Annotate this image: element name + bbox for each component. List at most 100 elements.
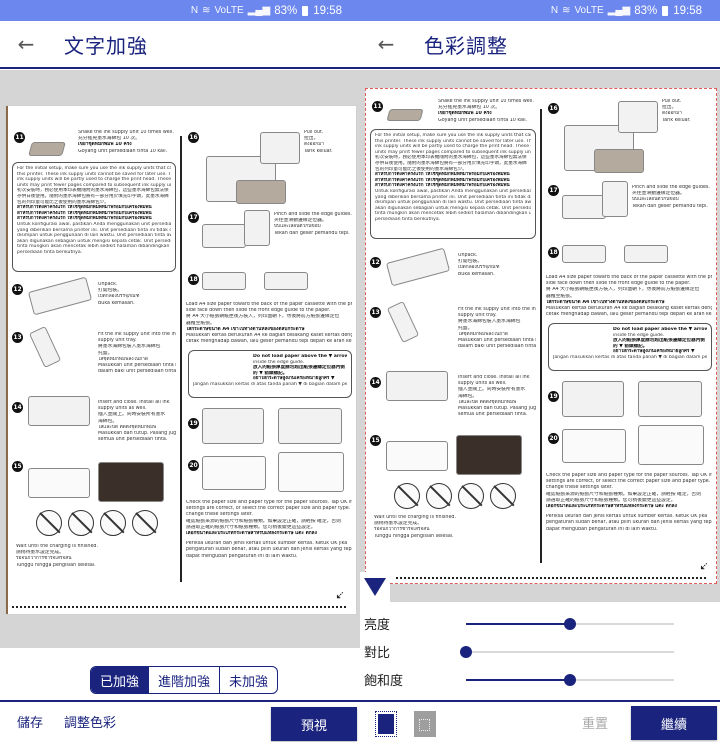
step-11-text: Shake the ink supply unit 10 times well.… xyxy=(78,130,174,154)
collapse-panel-button[interactable] xyxy=(360,572,390,602)
volte-icon: VoLTE xyxy=(574,5,604,16)
insert-figure xyxy=(386,300,420,344)
close-figure xyxy=(386,371,448,401)
prohibited-icon xyxy=(68,510,94,536)
load-figure xyxy=(202,272,246,290)
step-16-text: Pull out. 拉出。 ดึงออกมา Tarik keluar. xyxy=(304,130,333,154)
paper-setting-screen-figure xyxy=(562,429,626,463)
back-arrow-icon[interactable]: ← xyxy=(377,32,395,56)
guides-figure xyxy=(562,195,606,219)
slider-fill xyxy=(466,623,570,625)
guides-detail-figure xyxy=(244,210,270,246)
step-14-text: Insert and close. Install all ink supply… xyxy=(98,400,176,443)
step-number: 17 xyxy=(548,185,559,196)
page-title: 色彩調整 xyxy=(424,33,508,58)
full-page-mode-icon[interactable] xyxy=(375,711,397,737)
signal-icon: ▂▄▆ xyxy=(607,5,631,16)
wifi-icon: ≋ xyxy=(562,5,571,16)
step-number: 20 xyxy=(188,460,199,471)
contrast-label: 對比 xyxy=(364,646,391,661)
saturation-slider[interactable] xyxy=(466,674,674,686)
adjust-color-button[interactable]: 調整色彩 xyxy=(64,716,117,731)
step-15-text: Wait until the charging is finished. 請稍待… xyxy=(374,515,456,539)
step-number: 15 xyxy=(12,461,23,472)
scanned-document-preview: 11 Shake the ink supply unit 10 times we… xyxy=(6,106,356,614)
contrast-slider[interactable] xyxy=(460,646,674,658)
back-arrow-icon[interactable]: ← xyxy=(17,32,35,56)
option-enhanced[interactable]: 已加強 xyxy=(91,667,149,693)
screen-done-figure xyxy=(98,462,164,502)
nfc-icon: N xyxy=(190,5,199,16)
step-number: 12 xyxy=(12,284,23,295)
battery-icon xyxy=(302,5,309,16)
step-number: 18 xyxy=(548,247,559,258)
preview-button[interactable]: 預視 xyxy=(271,707,357,741)
step-14-text: Insert and close. Install all ink supply… xyxy=(458,375,536,418)
slider-thumb[interactable] xyxy=(564,674,576,686)
page-title: 文字加強 xyxy=(64,33,148,58)
step-number: 11 xyxy=(14,132,25,143)
screen-figure xyxy=(28,468,90,498)
scan-edge xyxy=(6,106,8,614)
insert-cassette-figure xyxy=(202,408,264,444)
option-not-enhanced[interactable]: 未加強 xyxy=(219,667,277,693)
step-number: 17 xyxy=(188,212,199,223)
step-13-text: Fit the ink supply unit into the ink sup… xyxy=(98,332,176,375)
save-button[interactable]: 儲存 xyxy=(17,716,44,731)
warning-box: Do not load paper above the ▼ arrow mark… xyxy=(548,323,712,371)
insert-cassette-figure xyxy=(562,381,624,417)
inserted-cassette-figure xyxy=(638,381,702,417)
text-enhance-screen: N ≋ VoLTE ▂▄▆ 83% 19:58 ← 文字加強 11 Shake … xyxy=(0,0,360,742)
cassette-figure xyxy=(236,180,286,204)
slider-thumb[interactable] xyxy=(460,646,472,658)
step-number: 19 xyxy=(548,391,559,402)
battery-percent: 83% xyxy=(634,4,658,17)
option-advanced-enhance[interactable]: 進階加強 xyxy=(148,667,219,693)
guides-figure xyxy=(202,224,246,248)
load-figure-2 xyxy=(264,272,308,290)
ink-unit-figure xyxy=(386,109,424,121)
saturation-row: 飽和度 xyxy=(360,666,720,694)
step-number: 16 xyxy=(548,103,559,114)
column-divider xyxy=(180,136,182,582)
paper-setting-confirm-figure xyxy=(278,452,344,492)
step-number: 13 xyxy=(12,332,23,343)
step-20-text: Check the paper size and paper type for … xyxy=(186,500,352,559)
paper-setting-screen-figure xyxy=(202,456,266,490)
step-13-text: Fit the ink supply unit into the ink sup… xyxy=(458,307,536,350)
slider-thumb[interactable] xyxy=(564,618,576,630)
prohibited-icon xyxy=(100,510,126,536)
step-number: 19 xyxy=(188,418,199,429)
step-18-text: Load A4 size paper toward the back of th… xyxy=(186,302,352,345)
bottom-toolbar: 儲存 調整色彩 預視 xyxy=(0,700,360,741)
clock: 19:58 xyxy=(673,4,702,17)
brightness-slider[interactable] xyxy=(466,618,674,630)
battery-percent: 83% xyxy=(274,4,298,17)
guides-detail-figure xyxy=(602,181,628,217)
app-bar: ← 色彩調整 xyxy=(360,21,720,69)
slider-fill xyxy=(466,679,570,681)
battery-icon xyxy=(662,5,669,16)
cassette-figure xyxy=(594,149,644,173)
status-bar: N ≋ VoLTE ▂▄▆ 83% 19:58 xyxy=(0,0,360,21)
volte-icon: VoLTE xyxy=(214,5,244,16)
prohibited-icon xyxy=(132,510,158,536)
enhance-level-toggle: 已加強 進階加強 未加強 xyxy=(90,666,279,694)
nfc-icon: N xyxy=(550,5,559,16)
warning-box: Do not load paper above the ▼ arrow mark… xyxy=(188,350,352,398)
brightness-row: 亮度 xyxy=(360,610,720,638)
load-figure xyxy=(562,245,606,263)
detail-figure xyxy=(618,101,658,133)
step-number: 16 xyxy=(188,132,199,143)
signal-icon: ▂▄▆ xyxy=(247,5,271,16)
status-bar: N ≋ VoLTE ▂▄▆ 83% 19:58 xyxy=(360,0,720,21)
continue-button[interactable]: 繼續 xyxy=(631,706,717,740)
step-number: 18 xyxy=(188,274,199,285)
brightness-label: 亮度 xyxy=(364,618,391,633)
corner-arrow-icon: ⇣ xyxy=(695,558,712,575)
step-18-text: Load A4 size paper toward the back of th… xyxy=(546,275,712,318)
reset-button[interactable]: 重置 xyxy=(582,717,609,732)
step-12-text: Unpack. 打開包裝。 เปิดกล่องบรรจุภัณฑ์ Buka k… xyxy=(98,282,140,306)
crop-mode-icon[interactable] xyxy=(414,711,436,737)
close-figure xyxy=(28,396,90,426)
